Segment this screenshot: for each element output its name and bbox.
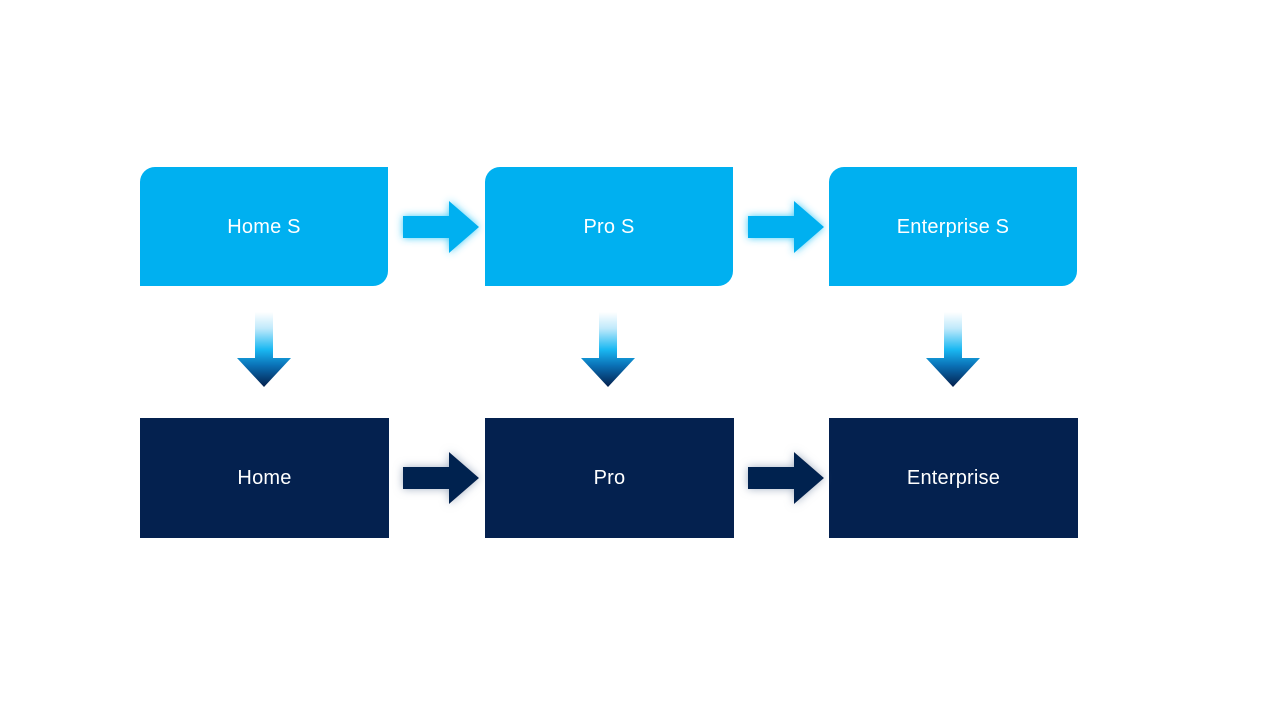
right-arrow-icon (403, 201, 479, 253)
node-enterprise-s[interactable]: Enterprise S (829, 167, 1077, 286)
node-enterprise-s-label: Enterprise S (896, 215, 1010, 238)
down-arrow-icon (581, 312, 635, 387)
node-enterprise[interactable]: Enterprise (829, 418, 1078, 538)
down-arrow-icon (926, 312, 980, 387)
node-pro[interactable]: Pro (485, 418, 734, 538)
node-home[interactable]: Home (140, 418, 389, 538)
arrow-pro-to-enterprise (746, 449, 826, 507)
arrow-pro-s-to-pro (578, 312, 638, 388)
node-home-s-label: Home S (227, 215, 301, 238)
node-home-label: Home (237, 467, 292, 489)
node-pro-s-label: Pro S (583, 215, 635, 238)
arrow-home-s-to-pro-s (401, 198, 481, 256)
node-enterprise-label: Enterprise (906, 467, 1001, 489)
node-pro-label: Pro (593, 467, 626, 489)
arrow-enterprise-s-to-enterprise (923, 312, 983, 388)
arrow-pro-s-to-enterprise-s (746, 198, 826, 256)
arrow-home-to-pro (401, 449, 481, 507)
right-arrow-icon (748, 201, 824, 253)
right-arrow-icon (748, 452, 824, 504)
arrow-home-s-to-home (234, 312, 294, 388)
node-home-s[interactable]: Home S (140, 167, 388, 286)
down-arrow-icon (237, 312, 291, 387)
node-pro-s[interactable]: Pro S (485, 167, 733, 286)
right-arrow-icon (403, 452, 479, 504)
